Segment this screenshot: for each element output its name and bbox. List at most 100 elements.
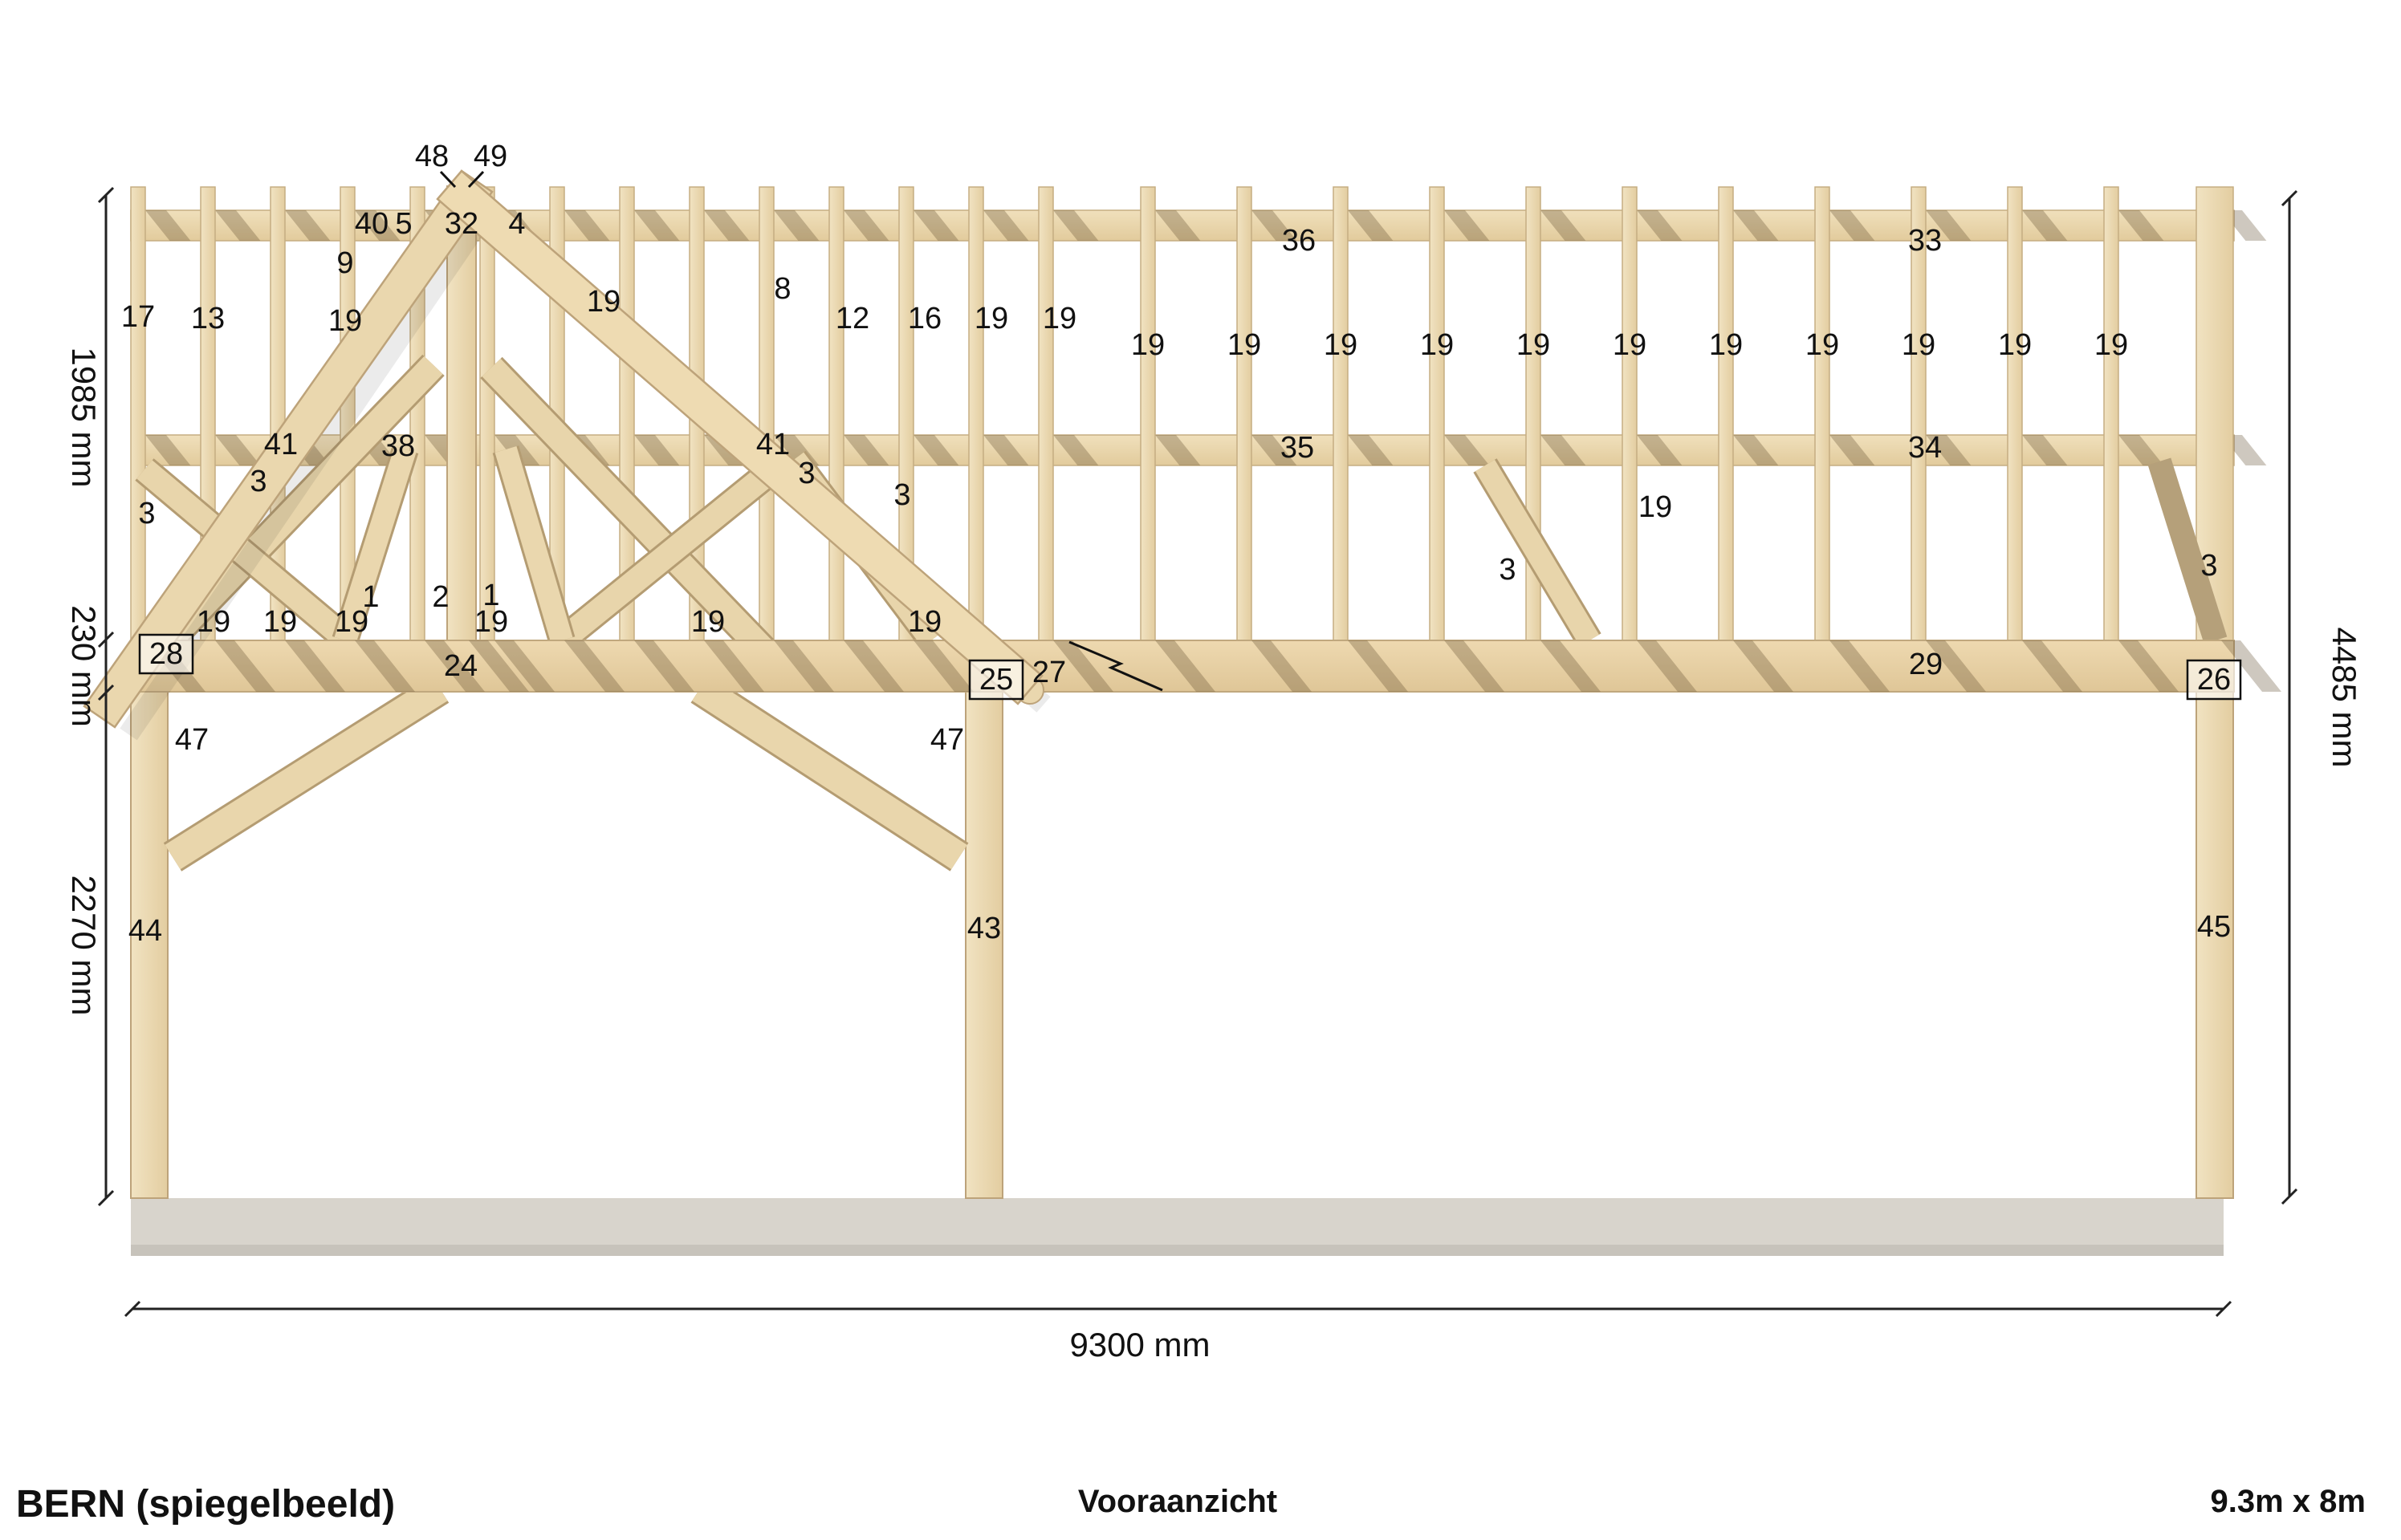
part-label-29: 29 [1909,648,1943,681]
dim-1985: 1985 mm [65,347,103,487]
tick [97,684,115,701]
post-44 [130,640,169,1199]
part-label-19: 19 [1638,490,1672,524]
cast-shadow [844,640,904,692]
cast-shadow [1251,640,1312,692]
boxed-part-labels: 28 25 26 [138,633,2242,701]
stud [130,186,146,641]
dim-230: 230 mm [65,605,103,727]
king-post-2 [446,185,477,641]
tick [97,631,115,648]
tick [124,1300,141,1318]
boxed-label-text: 26 [2197,663,2231,697]
part-label-43: 43 [967,912,1001,945]
cast-shadow [1733,210,1779,241]
stud [1038,186,1054,641]
part-label-19: 19 [328,304,362,338]
cast-shadow [355,210,401,241]
stud [1333,186,1349,641]
cast-shadow [355,640,415,692]
part-label-3: 3 [250,465,267,498]
boxed-label-28: 28 [138,633,194,675]
cast-shadow [145,210,191,241]
boxed-label-25: 25 [968,659,1024,701]
cast-shadow [2221,640,2281,692]
wind-brace-3-corner [2147,457,2228,644]
cast-shadow [2022,435,2068,465]
cast-shadow [1926,435,1972,465]
part-label-19: 19 [975,302,1008,335]
part-label-34: 34 [1908,431,1942,465]
part-label-3: 3 [893,478,910,512]
cast-shadow [215,640,275,692]
part-label-19: 19 [1324,328,1357,362]
stud [1236,186,1252,641]
cast-shadow [145,435,191,465]
wind-brace-3-right-section [1475,459,1600,647]
cast-shadow [1733,435,1779,465]
section-break-mark [1068,640,1163,692]
cast-shadow [914,210,959,241]
cast-shadow [1637,640,1697,692]
part-label-41: 41 [756,428,790,461]
dim-9300: 9300 mm [1069,1326,1210,1363]
knee-brace-47-right [692,676,967,870]
cast-shadow [704,210,750,241]
part-label-3: 3 [1499,553,1516,587]
cast-shadow [1637,435,1683,465]
rafters [83,169,1051,741]
model-title: BERN (spiegelbeeld) [16,1483,395,1526]
part-label-19: 19 [908,605,942,639]
cast-shadow [1733,640,1793,692]
rafter-left-48 [83,169,494,729]
part-label-32: 32 [445,207,478,241]
cast-shadow [494,640,555,692]
cast-shadow [2022,210,2068,241]
stud [759,186,775,641]
part-label-19: 19 [2094,328,2128,362]
dimension-annotations: 1985 mm 230 mm 2270 mm 4485 mm 9300 mm [65,186,2363,1363]
stud [1140,186,1156,641]
cast-shadow [1637,210,1683,241]
boxed-label-text: 25 [979,663,1013,697]
part-label-19: 19 [1613,328,1646,362]
cast-shadow [1444,210,1490,241]
cast-shadow [1829,210,1875,241]
main-beam-group [130,640,2281,693]
part-label-44: 44 [128,914,162,948]
stud [1718,186,1734,641]
part-label-47: 47 [175,723,209,757]
part-label-17: 17 [121,300,155,334]
cast-shadow [2022,640,2082,692]
cast-shadow [1053,640,1113,692]
cast-shadow [634,210,680,241]
stud [828,186,844,641]
part-label-3: 3 [798,457,815,490]
part-label-19: 19 [1420,328,1454,362]
part-label-19: 19 [1516,328,1550,362]
cast-shadow [1926,640,1986,692]
cast-shadow [285,640,345,692]
wind-brace-3-left-short [136,460,356,650]
view-title: Vooraanzicht [1078,1484,1277,1519]
cast-shadow [1348,435,1394,465]
cast-shadow [983,435,1029,465]
cast-shadow [425,640,485,692]
part-label-45: 45 [2197,910,2231,944]
cast-shadow [634,435,680,465]
leader-48 [439,170,457,189]
cast-shadow [2118,210,2164,241]
cast-shadow [1053,435,1099,465]
cast-shadow [774,210,820,241]
tick [2281,1188,2298,1205]
part-label-41: 41 [264,428,298,461]
label-box [968,659,1024,701]
part-label-19: 19 [1902,328,1935,362]
cast-shadow [634,640,694,692]
part-label-19: 19 [1227,328,1261,362]
stud [1814,186,1830,641]
wind-brace-3-right-short [554,460,781,650]
gable-truss-members [132,185,2228,681]
size-title: 9.3m x 8m [2211,1484,2366,1519]
